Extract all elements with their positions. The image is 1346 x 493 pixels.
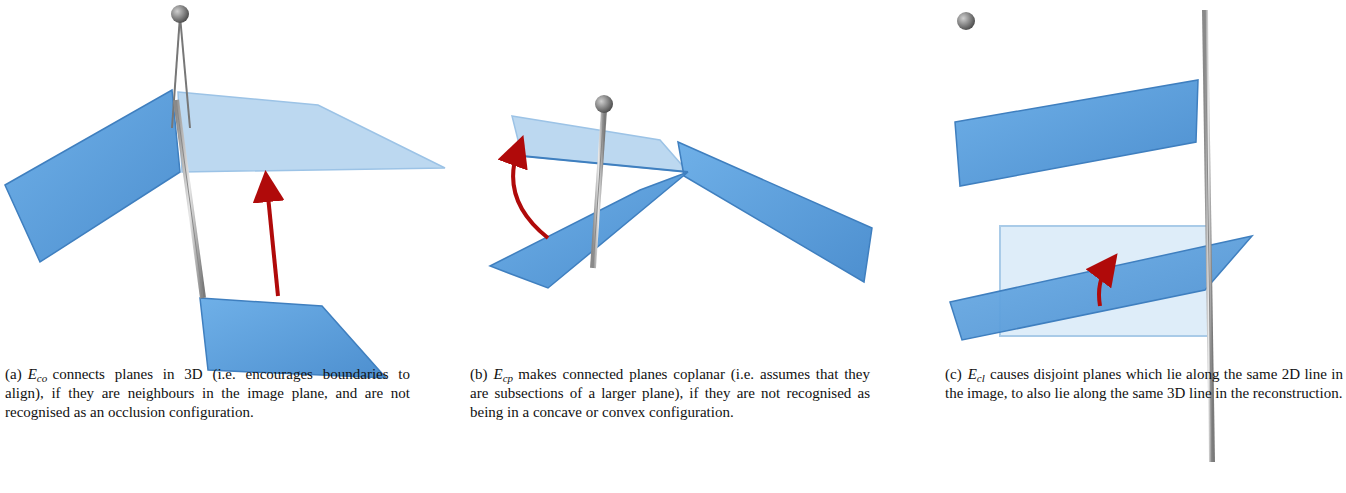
- energy-subscript: co: [37, 372, 47, 384]
- subfigure-caption: (c) Eclcauses disjoint planes which lie a…: [945, 365, 1343, 403]
- caption-text: causes disjoint planes which lie along t…: [945, 366, 1343, 401]
- panel-a-art: [5, 5, 445, 378]
- caption-text: makes connected planes coplanar (i.e. as…: [470, 366, 870, 420]
- subfigure-caption: (b) Ecpmakes connected planes coplanar (i…: [470, 365, 870, 422]
- energy-symbol: E: [28, 366, 37, 382]
- energy-symbol: E: [494, 366, 503, 382]
- energy-symbol: E: [968, 366, 977, 382]
- caption-text: connects planes in 3D (i.e. encourages b…: [5, 366, 410, 420]
- subfigure-caption: (a) Ecoconnects planes in 3D (i.e. encour…: [5, 365, 410, 422]
- panel-b-art: [490, 95, 872, 288]
- energy-subscript: cp: [503, 372, 513, 384]
- energy-subscript: cl: [977, 372, 985, 384]
- subfigure-tag: (c): [945, 366, 962, 382]
- subfigure-tag: (a): [5, 366, 22, 382]
- subfigure-tag: (b): [470, 366, 488, 382]
